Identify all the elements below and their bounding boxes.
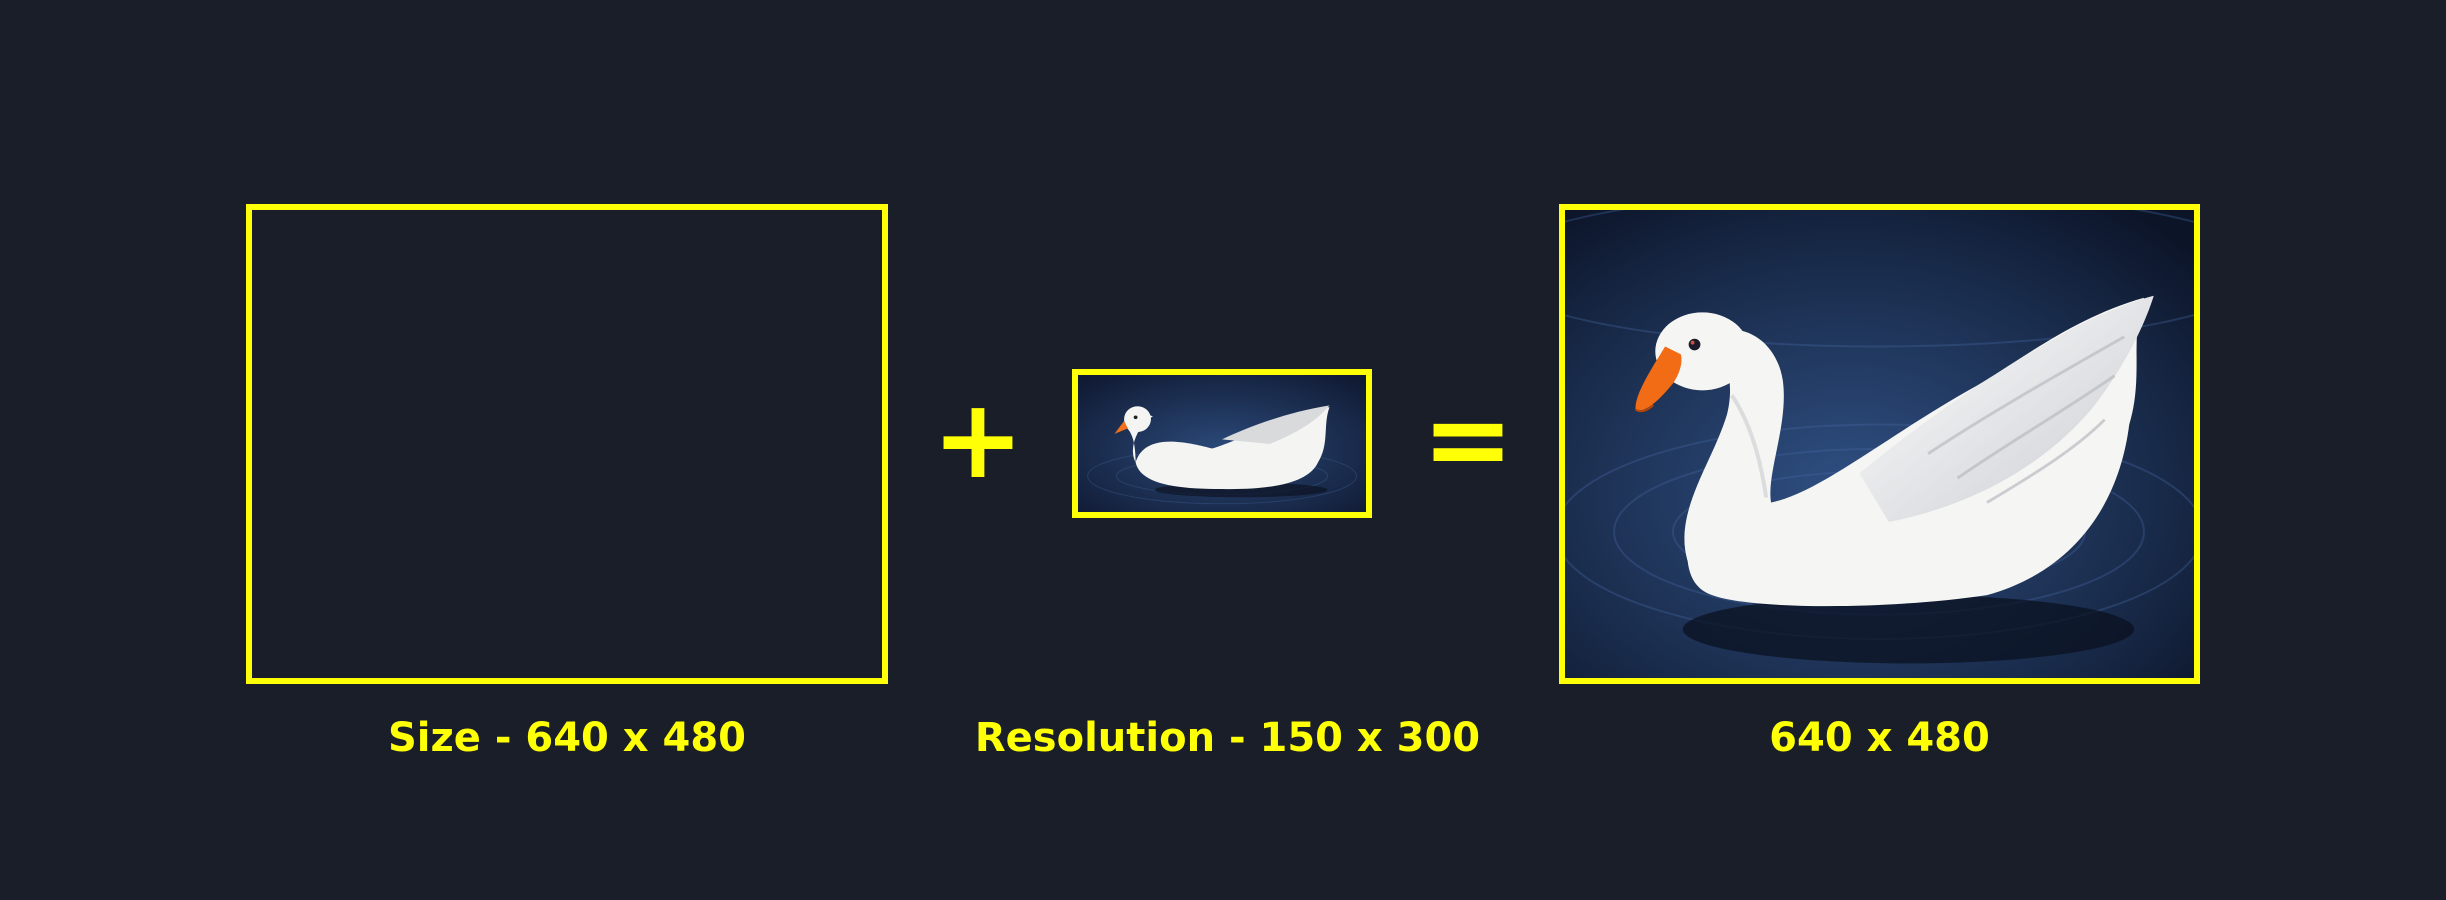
result-image-frame (1559, 204, 2200, 684)
resolution-caption: Resolution - 150 x 300 (974, 715, 1481, 761)
result-caption: 640 x 480 (1769, 715, 1990, 761)
equals-operator: = (1421, 375, 1515, 503)
swan-result-image (1565, 210, 2194, 678)
plus-operator: + (931, 375, 1025, 503)
empty-size-frame (246, 204, 888, 684)
size-caption: Size - 640 x 480 (387, 715, 747, 761)
low-resolution-image-frame (1072, 369, 1372, 518)
swan-thumbnail-image (1078, 375, 1366, 512)
